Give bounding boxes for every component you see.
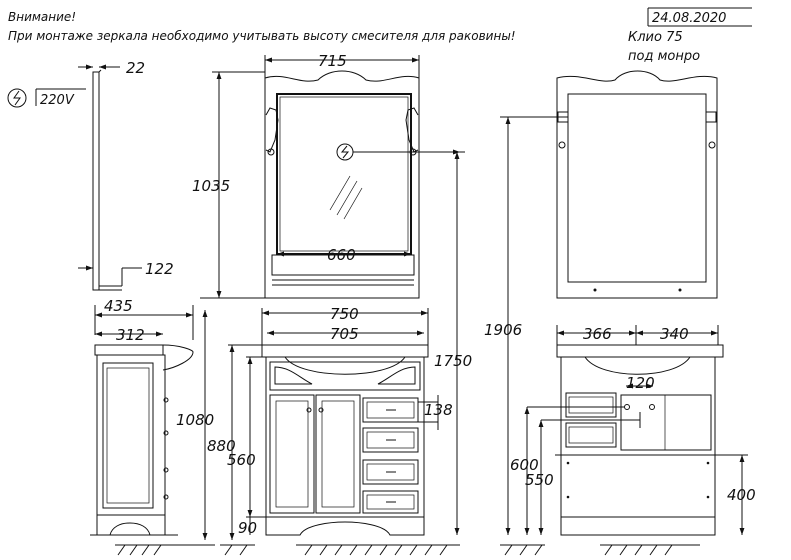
dim-drawer: 138 [424, 401, 453, 419]
dim-height-560: 560 [227, 451, 256, 469]
dim-offset-340: 340 [660, 325, 689, 343]
dim-mirror-width: 715 [318, 52, 347, 70]
mirror-rear-view: 1906 [484, 70, 718, 535]
mirror-front-view: 715 660 1035 [192, 52, 460, 299]
stamp-date: 24.08.2020 [652, 11, 726, 26]
dim-cabinet-width: 705 [330, 325, 359, 343]
dim-mirror-shelf-width: 660 [327, 246, 356, 264]
dim-offset-120: 120 [626, 374, 655, 392]
dim-offset-366: 366 [583, 325, 612, 343]
dim-height-600: 600 [510, 456, 539, 474]
cabinet-side-view: 435 312 [90, 297, 194, 536]
stamp: 24.08.2020 Клио 75 под монро [628, 7, 752, 64]
dim-height-400: 400 [727, 486, 756, 504]
floor-hatch [115, 544, 700, 556]
voltage-label: 220V [40, 93, 75, 108]
dim-total-height: 1906 [484, 321, 522, 339]
dim-height-880: 880 [207, 437, 236, 455]
dim-mirror-shelf-depth: 122 [145, 260, 174, 278]
cabinet-rear-view: 366 340 120 600 550 400 [510, 325, 756, 536]
dim-mirror-height: 1035 [192, 177, 230, 195]
warning-title: Внимание! [8, 10, 76, 24]
stamp-model: Клио 75 [628, 30, 683, 45]
dim-plinth-height: 90 [238, 519, 257, 537]
dim-mirror-top-height: 1750 [434, 352, 472, 370]
power-symbol: 220V [7, 88, 86, 108]
dim-mirror-depth: 22 [126, 59, 145, 77]
dim-sink-width: 750 [330, 305, 359, 323]
dim-height-550: 550 [525, 471, 554, 489]
warning-text: При монтаже зеркала необходимо учитывать… [8, 29, 516, 43]
cabinet-front-view: 750 705 [176, 151, 472, 540]
dim-cabinet-depth: 312 [116, 326, 145, 344]
dim-cabinet-depth-total: 435 [104, 297, 133, 315]
mirror-side-view: 22 122 [78, 59, 174, 291]
dim-side-height-1080: 1080 [176, 411, 214, 429]
stamp-variant: под монро [628, 49, 700, 64]
socket-icon [7, 88, 27, 108]
